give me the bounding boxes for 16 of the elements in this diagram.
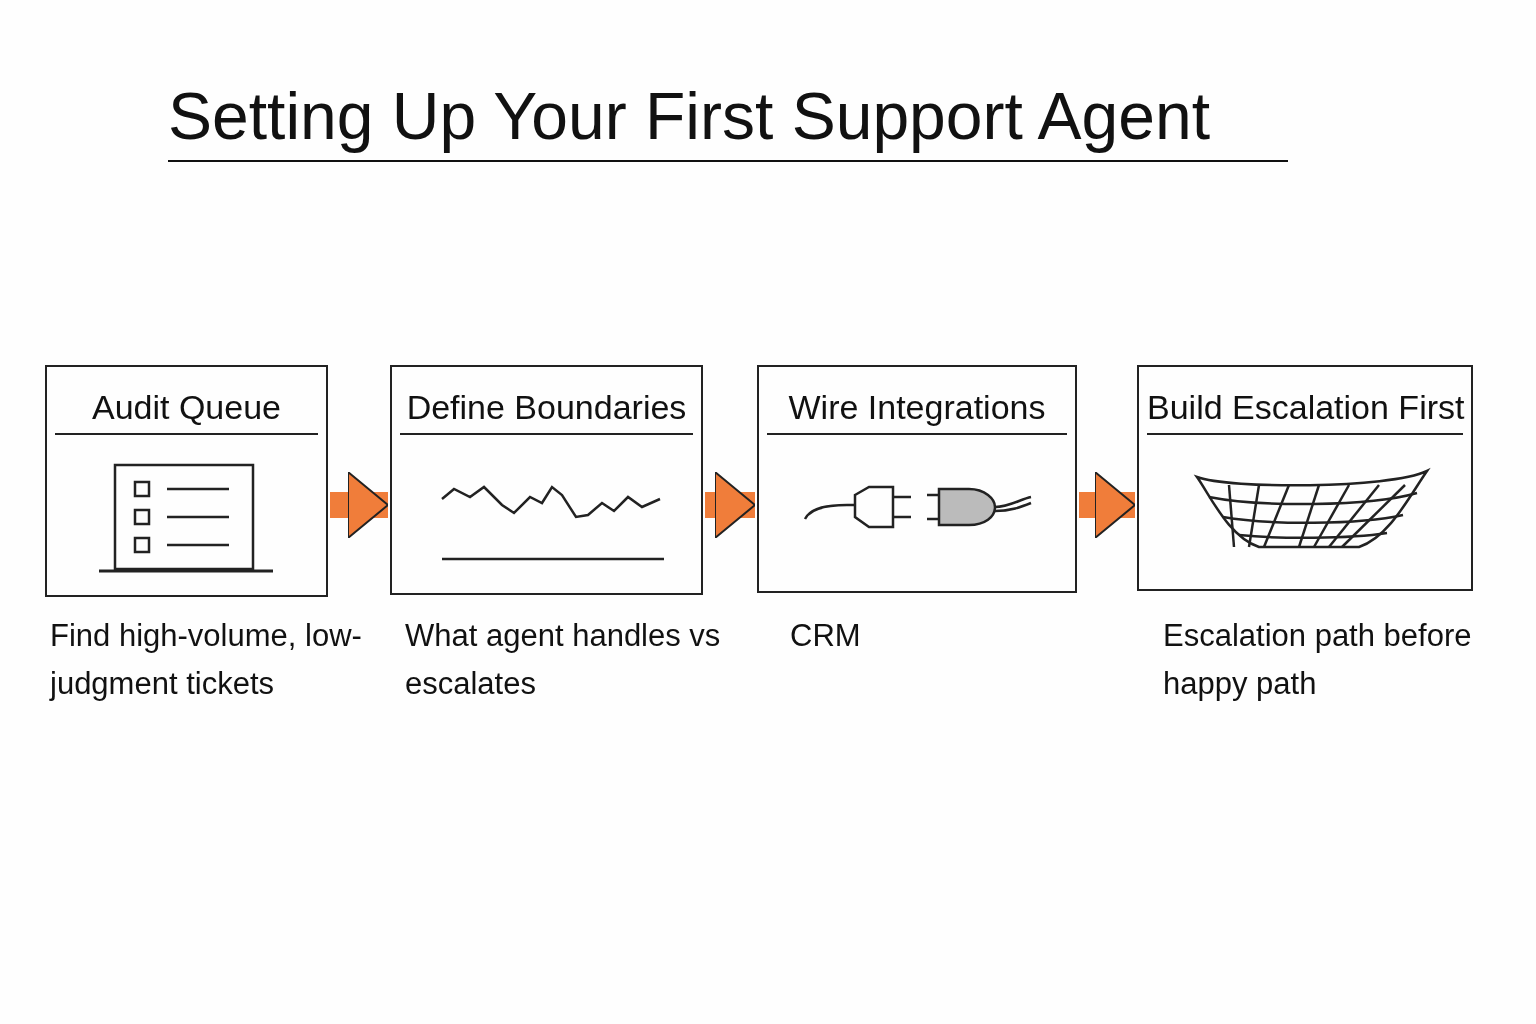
step-box <box>1137 365 1473 591</box>
block-arrow <box>1079 471 1136 539</box>
step-heading: Build Escalation First <box>1147 379 1463 435</box>
step-caption: Find high-volume, low-judgment tickets <box>50 617 363 703</box>
step-heading: Audit Queue <box>55 379 318 435</box>
step-caption: CRM <box>790 617 862 655</box>
step-heading: Wire Integrations <box>767 379 1067 435</box>
block-arrow <box>330 471 389 539</box>
step-caption: What agent handles vs escalates <box>405 617 722 703</box>
title: Setting Up Your First Support Agent <box>168 78 1288 162</box>
step-caption: Escalation path before happy path <box>1163 617 1473 703</box>
block-arrow <box>705 471 756 539</box>
step-box <box>757 365 1077 593</box>
step-box <box>45 365 328 597</box>
step-heading: Define Boundaries <box>400 379 693 435</box>
step-box <box>390 365 703 595</box>
